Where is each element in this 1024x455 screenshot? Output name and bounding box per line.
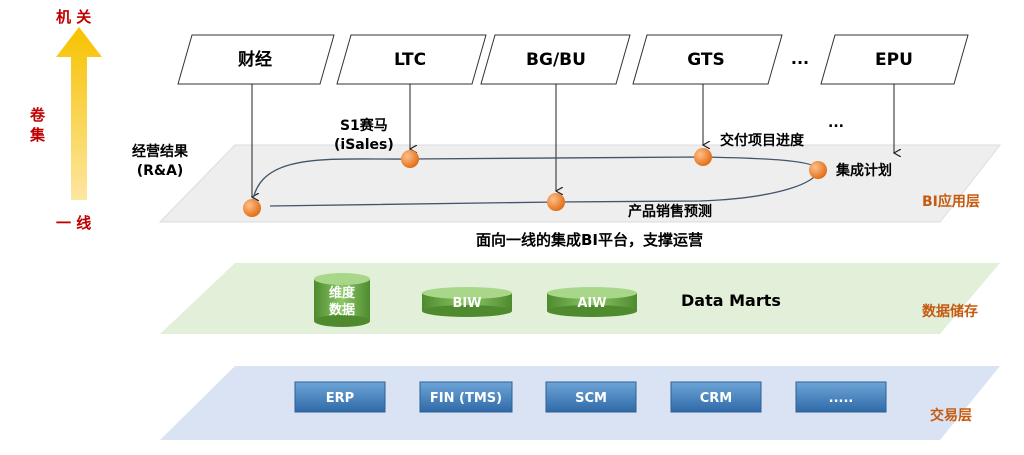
system-crm[interactable]: CRM: [670, 381, 762, 413]
data-marts-label: Data Marts: [681, 291, 781, 310]
bi-platform-caption: 面向一线的集成BI平台，支撑运营: [476, 231, 704, 249]
system-scm[interactable]: SCM: [545, 381, 637, 413]
top-box-ltc[interactable]: LTC: [336, 34, 487, 85]
vertical-arrow: [56, 27, 102, 200]
top-box-caijing[interactable]: 财经: [177, 34, 335, 85]
data-layer-label: 数据储存: [922, 304, 978, 320]
system-label: CRM: [700, 391, 733, 406]
annotation-dots: ...: [828, 115, 844, 131]
bi-flow-loop: [251, 156, 819, 209]
annotation-plan: 集成计划: [836, 163, 892, 179]
top-box-label: EPU: [875, 50, 913, 70]
cylinder-biw: [422, 287, 512, 317]
top-box-label: BG/BU: [526, 50, 586, 70]
system-label: SCM: [575, 391, 607, 406]
cylinder-label: BIW: [452, 296, 481, 311]
bi-layer-plane: [158, 144, 1002, 223]
annotation-s1: S1赛马 (iSales): [334, 118, 394, 153]
system-more[interactable]: .....: [795, 381, 887, 413]
dot-delivery: [694, 148, 712, 166]
system-label: FIN (TMS): [430, 391, 502, 406]
cylinder-label-line1: 维度: [329, 285, 356, 301]
system-erp[interactable]: ERP: [294, 381, 386, 413]
arrow-bottom-label: 一 线: [56, 214, 92, 232]
top-box-epu[interactable]: EPU: [820, 34, 969, 85]
cylinder-label-line2: 数据: [329, 302, 355, 318]
top-box-label: GTS: [687, 50, 725, 70]
system-label: .....: [829, 391, 854, 406]
top-box-label: 财经: [237, 49, 272, 70]
annotation-results: 经营结果 (R&A): [132, 144, 188, 179]
system-label: ERP: [326, 391, 354, 406]
system-fin-tms[interactable]: FIN (TMS): [419, 381, 513, 413]
arrow-middle-label: 卷 集: [30, 106, 46, 144]
arrow-top-label: 机 关: [56, 8, 92, 26]
transaction-layer-label: 交易层: [930, 408, 972, 424]
top-box-bgbu[interactable]: BG/BU: [480, 34, 631, 85]
dot-s1: [401, 150, 419, 168]
top-box-label: LTC: [394, 50, 426, 70]
dot-forecast: [547, 193, 565, 211]
bi-layer-label: BI应用层: [922, 194, 980, 210]
annotation-forecast: 产品销售预测: [628, 204, 712, 220]
dot-results: [243, 199, 261, 217]
top-box-gts[interactable]: GTS: [632, 34, 783, 85]
cylinder-label: AIW: [577, 296, 606, 311]
annotation-delivery: 交付项目进度: [720, 133, 804, 149]
cylinder-dimension-data: [314, 273, 370, 327]
cylinder-aiw: [547, 287, 637, 317]
dot-plan: [809, 161, 827, 179]
top-ellipsis: ...: [791, 49, 809, 68]
